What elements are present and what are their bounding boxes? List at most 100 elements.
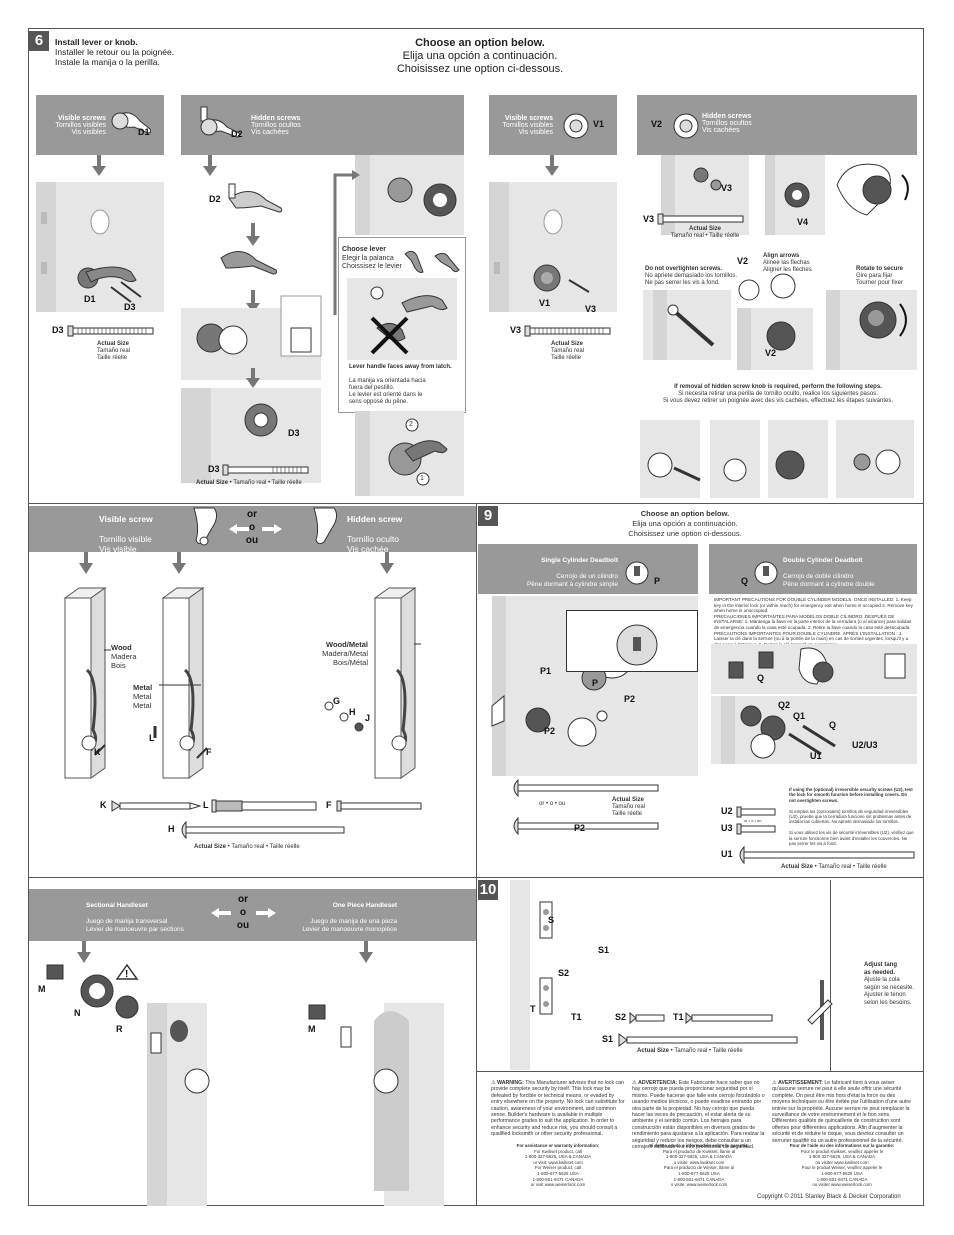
adjust-en-1: Adjust tang	[864, 962, 897, 968]
warning-en: ⚠ WARNING: This Manufacturer advises tha…	[491, 1080, 625, 1138]
u1-actual-size: Actual Size • Tamaño real • Taille réell…	[781, 864, 887, 871]
cylinder-detail	[616, 624, 658, 666]
label-p2-a: P2	[624, 694, 636, 704]
align-arrows-text: Align arrows Alinee las flechas Aligner …	[763, 253, 812, 274]
wood-fr: Bois	[111, 661, 126, 670]
lever-hidden-icon	[200, 106, 241, 138]
hidden-screws-es: Tornillos ocultos	[251, 122, 301, 129]
label-p: P	[592, 678, 599, 688]
d1-panel: D1 D3	[36, 182, 164, 312]
step-6-choose: Choose an option below. Elija una opción…	[330, 37, 630, 76]
important-en: IMPORTANT PRECAUTIONS FOR DOUBLE CYLINDE…	[714, 597, 913, 614]
title-en: Install lever or knob.	[55, 37, 138, 47]
one-piece-fr: Levier de manoeuvre monopièce	[302, 926, 397, 933]
warning-en-head: WARNING:	[497, 1080, 524, 1086]
help-en-2: 1-800-327-5625, USA & CANADA	[524, 1154, 592, 1160]
help-es-0: Si desea ayuda o información sobre la ga…	[649, 1143, 749, 1148]
help-es-5: 1-800-677-5625 USA	[678, 1170, 720, 1176]
screw-v3-actual-size	[524, 325, 611, 337]
choose-lever-es: Elegir la palanca	[342, 254, 394, 262]
screw-k-actual	[111, 800, 202, 812]
v2-illustration-2	[765, 155, 810, 235]
removal-es: Si necesita retirar una perilla de torni…	[678, 391, 878, 397]
help-en: For assistance or warranty information: …	[491, 1143, 625, 1188]
label-v2-lower: V2	[765, 348, 777, 358]
step-2-marker: 2	[409, 421, 413, 428]
wood-metal-text: Wood/Metal Madera/Metal Bois/Métal	[318, 640, 368, 667]
tang-adjust-illustration	[807, 980, 833, 1040]
actual-size-10-rest: • Tamaño real • Taille réelle	[669, 1048, 743, 1054]
adjust-en-2: as needed.	[864, 969, 896, 976]
visible-screws-knob-header: Visible screws Tornillos visibles Vis vi…	[489, 95, 617, 155]
lever-faces-text: Lever handle faces away from latch. La m…	[349, 364, 452, 406]
label-q-2: Q	[829, 720, 837, 730]
v1-panel: V1 V3	[489, 182, 617, 314]
label-d1-header: D1	[138, 127, 150, 137]
lever-direction-illustration	[370, 286, 448, 355]
visible-screws-es-v: Tornillos visibles	[502, 122, 553, 129]
help-es-6: 1-800-501-9471 CANADA	[673, 1176, 725, 1182]
label-r: R	[116, 1024, 123, 1034]
or-es: o	[248, 522, 256, 533]
rotate-secure-box: Rotate to secure Gire para fijar Tourner…	[826, 248, 917, 370]
help-en-4: For Weiser product, call	[534, 1165, 582, 1171]
actual-size-9-fr: Taille réelle	[612, 811, 643, 817]
choose-lever-fr: Choissisez le levier	[342, 263, 402, 270]
rose-illustration	[355, 155, 457, 235]
choose-en: Choose an option below.	[415, 37, 545, 49]
label-h-actual: H	[168, 824, 175, 834]
actual-size-7-bold: Actual Size	[194, 844, 227, 850]
v3-hidden-actual-size: Actual Size Tamaño real • Taille réelle	[660, 226, 750, 240]
or-fr-8: ou	[236, 920, 250, 931]
lever-faces-en: Lever handle faces away from latch.	[349, 364, 452, 370]
step-6-title: Install lever or knob. Installer le reto…	[55, 37, 174, 67]
actual-size-v-rest: Tamaño real • Taille réelle	[670, 233, 740, 239]
step-7-header: Visible screw Tornillo visible Vis visib…	[29, 506, 476, 554]
visible-screws-fr: Vis visibles	[71, 129, 107, 136]
lever-faces-es-2: fuera del pestillo.	[349, 385, 395, 391]
arrow-down-icon	[203, 166, 217, 176]
label-g: G	[333, 696, 341, 706]
choose-es: Elija una opción a continuación.	[402, 50, 558, 62]
no-overtighten-fr: Ne pas serrer les vis à fond.	[645, 280, 720, 286]
no-overtighten-text: Do not overtighten screws. No apriete de…	[645, 266, 737, 287]
v2-illustration-1	[661, 155, 722, 235]
visible-screw-text: Visible screw Tornillo visible Vis visib…	[99, 514, 153, 554]
knob-icon	[563, 113, 589, 139]
warning-icon: ⚠	[772, 1080, 779, 1086]
handle-hidden-icon	[313, 507, 338, 545]
lever-rotate-illustration	[355, 411, 448, 496]
divider-vertical	[476, 503, 477, 1206]
rotate-secure-fr: Tourner pour fixer	[856, 280, 904, 286]
label-q1: Q1	[793, 711, 806, 721]
actual-size-v-en: Actual Size	[688, 226, 721, 232]
help-es-4: Para el producto de Weiser, llame al	[663, 1165, 735, 1171]
help-es-3: o visite: www.kwikset.com	[673, 1159, 725, 1165]
actual-size-es: Tamaño real	[97, 348, 131, 354]
step-6-number: 6	[29, 31, 49, 51]
label-l: L	[149, 733, 155, 743]
arrow-connector-icon	[333, 170, 360, 315]
label-f: F	[206, 747, 212, 757]
screw-s1-actual	[618, 1033, 798, 1047]
help-fr-3: ou visiter www.kwikset.com	[815, 1159, 869, 1165]
irreversible-screws-note: If using the (optional) irreversible sec…	[789, 787, 915, 846]
hidden-screws-fr-v: Vis cachées	[702, 127, 740, 134]
align-arrows-box: V2 Align arrows Alinee las flechas Align…	[737, 248, 813, 370]
rotate-secure-es: Gire para fijar	[856, 273, 893, 279]
label-p-header: P	[654, 576, 661, 586]
help-en-1: For Kwikset product, call	[534, 1148, 582, 1154]
hidden-screws-knob-header: V2 Hidden screws Tornillos ocultos Vis c…	[637, 95, 917, 155]
choose-9-es: Elija una opción a continuación.	[632, 519, 738, 528]
v2-panel-2: V4	[765, 155, 825, 235]
hidden-screws-header: D2 Hidden screws Tornillos ocultos Vis c…	[181, 95, 464, 155]
label-s1-actual: S1	[602, 1034, 614, 1044]
help-en-0: For assistance or warranty information:	[516, 1143, 600, 1148]
warning-es: ⚠ ADVERTENCIA: Este Fabricante hace sabe…	[632, 1080, 766, 1150]
screw-f-actual	[336, 800, 422, 812]
double-es: Cerrojo de doble cilindro	[783, 573, 854, 580]
label-m: M	[38, 984, 46, 994]
label-v4: V4	[797, 217, 809, 227]
label-s2-actual: S2	[615, 1012, 627, 1022]
step-9-choose: Choose an option below. Elija una opción…	[555, 509, 815, 539]
